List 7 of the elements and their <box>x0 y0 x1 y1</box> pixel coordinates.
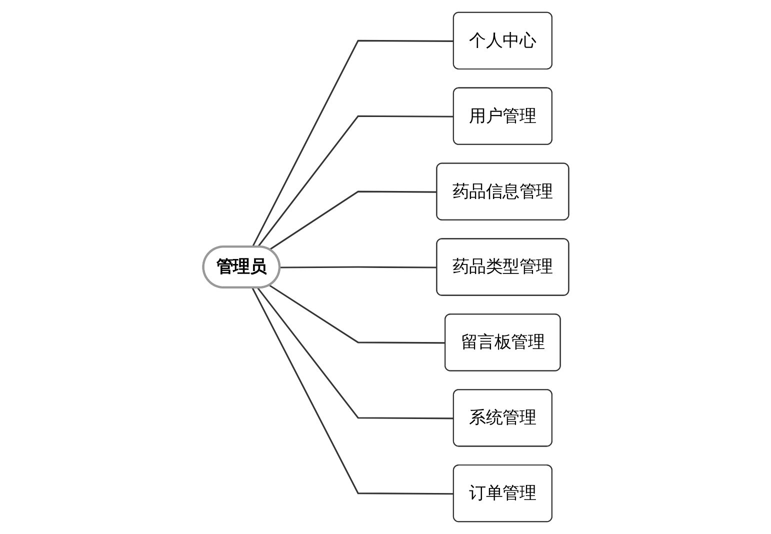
connector <box>256 287 454 420</box>
connector <box>268 190 437 250</box>
connector <box>251 40 454 248</box>
connector <box>251 288 454 495</box>
connector <box>268 284 446 344</box>
connector <box>280 266 437 268</box>
connector <box>256 115 454 248</box>
